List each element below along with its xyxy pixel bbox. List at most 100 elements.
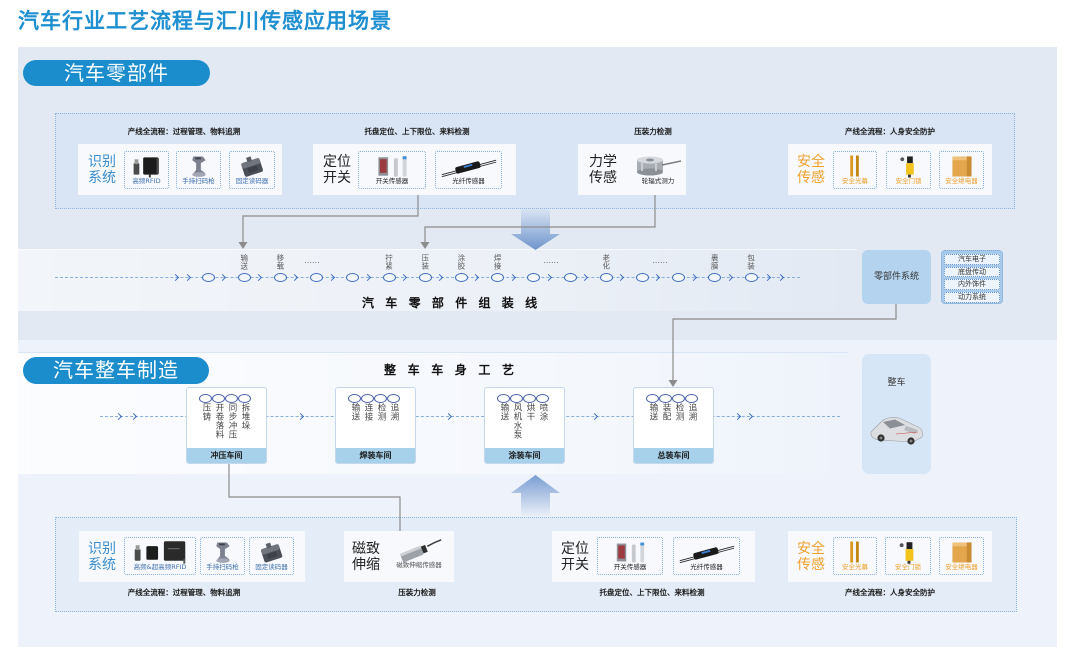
workshop-name: 冲压车间: [187, 448, 266, 463]
rfid-reader-icon: [134, 541, 186, 564]
workshop-step: 拆堆垛: [240, 403, 250, 430]
section-label-auto-parts: 汽车零部件: [23, 60, 210, 86]
workshop-step: 烘干: [525, 403, 535, 421]
product-label: 轮辐式测力: [641, 177, 675, 185]
workshop-step: 同步冲压: [227, 403, 237, 439]
card-title: 磁致伸缩: [352, 541, 380, 573]
workshop-step: 追溯: [389, 403, 399, 421]
workshop-step: 检测: [674, 403, 684, 421]
workshop-step: 连接: [363, 403, 373, 421]
product-tile: 安全门锁: [885, 537, 931, 575]
parts-category-list: 汽车电子 底盘传动 内外饰件 动力系统: [941, 250, 1003, 304]
step-marker: [225, 394, 238, 403]
product-tile: 固定读码器: [229, 151, 275, 189]
group-caption: 产线全流程：过程管理、物料追溯: [127, 127, 241, 136]
line-station-node: [273, 272, 287, 282]
workshop-steps: 压铸 开卷落料 同步冲压 拆堆垛: [199, 403, 251, 439]
line-station-node: [310, 272, 324, 282]
station-label: 裹膜: [710, 254, 720, 270]
finished-vehicle-label: 整车: [887, 378, 906, 388]
step-marker: [523, 394, 536, 403]
step-marker: [672, 394, 685, 403]
workshop-step: 风机水泵: [512, 403, 522, 439]
station-ellipsis: ......: [543, 256, 559, 265]
step-markers: [199, 394, 251, 403]
workshop-painting: 输送 风机水泵 烘干 喷涂 涂装车间: [484, 387, 565, 464]
safety-relay-icon: [952, 156, 972, 177]
product-label: 高频&超高频RFID: [133, 563, 187, 571]
product-label: 光纤传感器: [690, 563, 723, 571]
card-title: 力学传感: [589, 154, 617, 186]
product-tile: 安全门锁: [886, 151, 931, 189]
sensor-card-safety: 安全传感 安全光幕 安全门锁 安全继电器: [788, 531, 992, 582]
line-station-node: [744, 272, 758, 282]
line-station-node: [418, 272, 432, 282]
station-label: 输送: [239, 254, 249, 270]
workshop-final-assembly: 输送 装配 检测 追溯 总装车间: [633, 387, 714, 464]
station-label: 移载: [275, 254, 285, 270]
product-tile: 固定读码器: [249, 537, 294, 575]
product-tile: 高频RFID: [124, 151, 169, 189]
station-ellipsis: ......: [304, 256, 320, 265]
workshop-step: 输送: [648, 403, 658, 421]
step-markers: [646, 394, 698, 403]
station-label: 涂胶: [456, 254, 466, 270]
product-label: 安全光幕: [842, 177, 868, 185]
product-label: 开关传感器: [375, 177, 409, 185]
card-title: 安全传感: [797, 154, 825, 186]
line-station-node: [491, 272, 505, 282]
safety-door-lock-icon: [899, 542, 914, 564]
sensor-card-identification: 识别系统 高频RFID 手持扫码枪 固定读码器: [78, 144, 282, 195]
parts-category: 底盘传动: [944, 266, 1000, 278]
station-label: 老化: [601, 254, 611, 270]
workshop-step: 输送: [350, 403, 360, 421]
product-tile: 光纤传感器: [435, 151, 502, 189]
step-marker: [536, 394, 549, 403]
step-marker: [361, 394, 374, 403]
workshop-stamping: 压铸 开卷落料 同步冲压 拆堆垛 冲压车间: [186, 387, 267, 464]
step-marker: [199, 394, 212, 403]
parts-category: 汽车电子: [944, 254, 1000, 265]
group-caption: 托盘定位、上下限位、来料检测: [599, 588, 705, 597]
group-caption: 压装力检测: [634, 127, 672, 136]
product-label: 手持扫码枪: [182, 177, 215, 185]
step-marker: [510, 394, 523, 403]
step-marker: [374, 394, 387, 403]
product-tile: 安全继电器: [939, 537, 984, 575]
workshop-step: 喷涂: [538, 403, 548, 421]
line-station-node: [527, 272, 541, 282]
parts-system-box: 零部件系统: [862, 250, 931, 304]
product-label: 手持扫码枪: [206, 563, 239, 571]
car-icon: [870, 417, 923, 445]
product-label: 安全门锁: [895, 563, 921, 571]
group-caption: 托盘定位、上下限位、来料检测: [364, 127, 470, 136]
product-tile: 安全继电器: [939, 151, 984, 189]
sensor-card-positioning: 定位开关 开关传感器 光纤传感器: [552, 531, 755, 582]
product-label: 安全光幕: [842, 563, 868, 571]
workshop-step: 压铸: [201, 403, 211, 421]
step-marker: [646, 394, 659, 403]
product-tile: 安全光幕: [833, 151, 877, 189]
handheld-scanner-icon: [192, 156, 206, 177]
rfid-reader-icon: [133, 157, 159, 178]
step-marker: [497, 394, 510, 403]
spoke-load-cell-icon: [636, 155, 682, 177]
body-process-track: [100, 416, 840, 417]
sensor-card-identification: 识别系统 高频&超高频RFID 手持扫码枪 固定读码器: [79, 531, 305, 582]
workshop-steps: 输送 连接 检测 追溯: [348, 403, 400, 421]
line-station-node: [237, 272, 251, 282]
assembly-line-title: 汽车零部件组装线: [362, 296, 549, 310]
safety-light-curtain-icon: [850, 155, 859, 177]
product-tile: 磁致伸缩传感器: [390, 535, 448, 573]
group-caption: 压装力检测: [398, 588, 436, 597]
line-station-node: [708, 272, 722, 282]
section-label-vehicle-manufacturing: 汽车整车制造: [23, 357, 209, 384]
magnetostrictive-sensor-icon: [399, 539, 442, 562]
switch-sensor-icon: [616, 542, 645, 563]
product-label: 开关传感器: [613, 563, 647, 571]
fiber-optic-sensor-icon: [679, 545, 735, 564]
station-label: 压装: [420, 254, 430, 270]
step-marker: [387, 394, 400, 403]
step-markers: [497, 394, 549, 403]
product-tile: 安全光幕: [833, 537, 877, 575]
